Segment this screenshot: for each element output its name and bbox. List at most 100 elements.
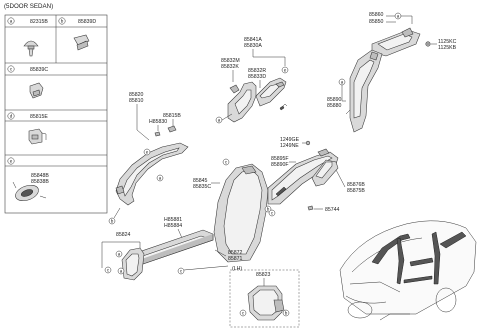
svg-text:85838B: 85838B [31,179,49,185]
svg-text:H85884: H85884 [164,223,182,229]
clip-85744-icon [307,205,314,211]
detail-box-lh[interactable]: (LH) 85823 c b [229,266,300,328]
svg-text:85841A: 85841A [244,37,262,43]
svg-text:e: e [146,150,149,155]
part-group-1125kc[interactable]: 1125KC 1125KB [425,39,457,51]
clip-h85830-icon [154,131,161,137]
svg-text:85890: 85890 [327,97,342,103]
part-group-85832m[interactable]: 85832M 85832K [221,58,240,82]
svg-text:1125KB: 1125KB [438,45,457,51]
part-group-85744[interactable]: 85744 [307,205,340,213]
part-group-85845[interactable]: 85845 85835C [193,178,220,190]
svg-text:a: a [118,252,121,257]
svg-text:1249NE: 1249NE [280,143,299,149]
svg-text:85810: 85810 [129,98,144,104]
clip-82315b-icon [23,40,39,57]
svg-text:85848B: 85848B [31,173,49,179]
part-group-85815b[interactable]: 85815B H85830 [149,113,181,137]
svg-text:85820: 85820 [129,92,144,98]
part-group-85890[interactable]: 85890 85880 a [327,78,346,109]
legend-cell-d[interactable]: d 85815E [7,112,49,145]
svg-text:85744: 85744 [325,207,340,213]
svg-text:b: b [61,19,64,24]
svg-text:c: c [107,268,110,273]
legend-cell-a[interactable]: a 82315B [7,17,49,57]
c-pillar-trim[interactable] [345,49,383,133]
a-pillar-lower-trim[interactable] [115,142,189,206]
clip-85839c-icon [29,82,44,99]
car-location-illustration [339,220,477,321]
clip-85815e-icon [28,128,47,145]
svg-text:85815B: 85815B [163,113,181,119]
svg-text:c: c [180,269,183,274]
svg-text:c: c [242,311,245,316]
svg-text:85872: 85872 [228,250,243,256]
clip-85839d-icon [73,34,90,51]
b-pillar-upper-trim[interactable] [227,77,288,123]
svg-text:c: c [271,211,274,216]
part-group-85895f[interactable]: 85895F 85890F [271,156,296,168]
svg-text:b: b [285,311,288,316]
part-group-85832r[interactable]: 85832R 85833D e [248,66,289,88]
svg-text:85875B: 85875B [347,188,365,194]
svg-text:85839C: 85839C [30,67,48,73]
svg-text:85832K: 85832K [221,64,239,70]
svg-text:1249GE: 1249GE [280,137,300,143]
legend-cell-b[interactable]: b 85839D [58,17,97,51]
svg-text:d: d [10,114,13,119]
part-group-85841a[interactable]: 85841A 85830A [244,37,286,66]
svg-text:b: b [111,219,114,224]
svg-text:a: a [218,118,221,123]
svg-text:85871: 85871 [228,256,243,262]
svg-text:85832M: 85832M [221,58,240,64]
b-pillar-lower-trim[interactable] [213,163,269,263]
svg-text:85895F: 85895F [271,156,289,162]
svg-text:a: a [397,14,400,19]
part-group-85824[interactable]: 85824 [101,232,145,281]
svg-text:85845: 85845 [193,178,208,184]
svg-text:82315B: 82315B [30,19,48,25]
clip-85815b-icon [167,125,177,133]
svg-text:c: c [225,160,228,165]
svg-text:85815E: 85815E [30,114,48,120]
svg-text:a: a [159,176,162,181]
svg-text:c: c [10,67,13,72]
svg-text:85860: 85860 [369,12,384,18]
svg-text:1125KC: 1125KC [438,39,457,45]
svg-text:e: e [10,159,13,164]
screw-icon [425,41,431,47]
svg-text:85839D: 85839D [78,19,96,25]
legend-cell-e[interactable]: e 85848B 85838B [7,157,50,204]
svg-text:a: a [120,269,123,274]
handle-cover-icon [12,181,47,202]
legend-cell-c[interactable]: c 85839C [7,65,49,99]
svg-text:a: a [341,80,344,85]
svg-text:85833D: 85833D [248,74,266,80]
part-group-1249ge[interactable]: 1249GE 1249NE [280,137,311,149]
svg-text:85850: 85850 [369,19,384,25]
svg-text:85824: 85824 [116,232,131,238]
part-group-85860[interactable]: 85860 85850 a [369,12,421,57]
svg-text:(LH): (LH) [232,266,242,272]
part-group-h85881[interactable]: H85881 H85884 [164,217,182,239]
part-group-85876b[interactable]: 85876B 85875B [311,159,365,194]
svg-text:H85881: H85881 [164,217,182,223]
front-scuff-trim[interactable] [132,229,214,265]
svg-text:85832R: 85832R [248,68,266,74]
svg-text:85835C: 85835C [193,184,211,190]
screw-icon [305,140,311,146]
svg-text:e: e [284,68,287,73]
variant-label: (5DOOR SEDAN) [4,3,53,10]
part-group-85872[interactable]: 85872 85871 [214,249,243,262]
svg-text:85890F: 85890F [271,162,289,168]
svg-text:85876B: 85876B [347,182,365,188]
svg-text:b: b [267,207,270,212]
svg-text:85830A: 85830A [244,43,262,49]
svg-text:85880: 85880 [327,103,342,109]
part-group-85820[interactable]: 85820 85810 [129,92,150,141]
svg-text:H85830: H85830 [149,119,167,125]
svg-text:85823: 85823 [256,272,271,278]
legend-table: a 82315B b 85839D c 85839C [4,14,108,214]
svg-text:a: a [10,19,13,24]
